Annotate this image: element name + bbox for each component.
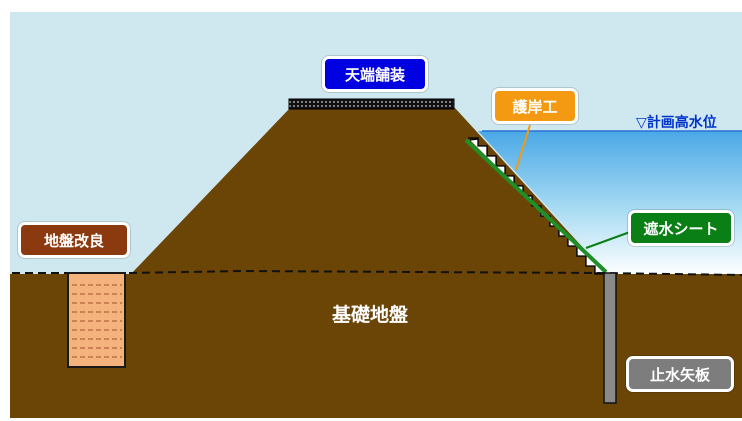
crest-paving-label: 天端舗装	[322, 56, 428, 92]
sheet-pile-label: 止水矢板	[626, 356, 734, 392]
water-level-label: ▽計画高水位	[636, 115, 717, 131]
sheet-pile	[603, 272, 617, 404]
sheet-callout-line	[585, 231, 631, 249]
foundation-ground	[10, 274, 742, 421]
impermeable-sheet-label: 遮水シート	[628, 210, 734, 246]
revetment-label: 護岸工	[492, 88, 578, 124]
levee-embankment	[130, 108, 608, 275]
foundation-ground-label: 基礎地盤	[332, 304, 409, 326]
crest-paving-bar	[288, 98, 455, 110]
revetment-callout-line	[515, 124, 531, 171]
left-white-strip	[0, 12, 10, 421]
ground-improvement-label: 地盤改良	[18, 222, 130, 258]
ground-improvement-column	[67, 272, 126, 368]
impermeable-sheet-line	[464, 138, 608, 274]
bottom-white-strip	[0, 418, 742, 421]
